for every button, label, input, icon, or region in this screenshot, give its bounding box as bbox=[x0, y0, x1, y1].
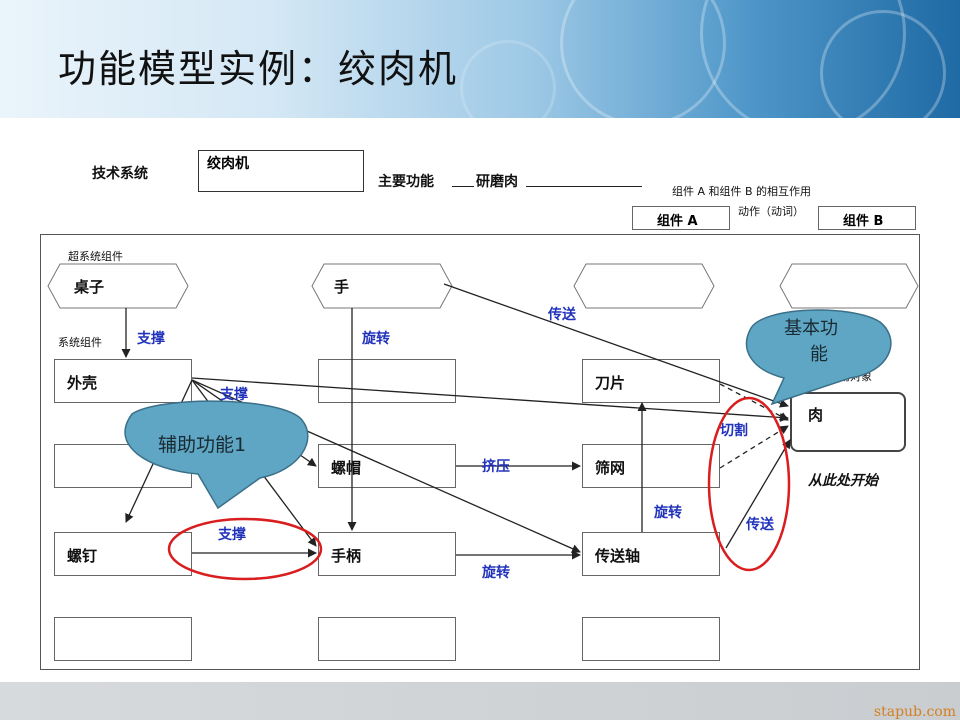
main-function-line-left bbox=[452, 186, 474, 187]
component-nut-label: 螺帽 bbox=[331, 459, 362, 477]
component-empty bbox=[318, 617, 456, 661]
callout-basic-text-2: 能 bbox=[810, 344, 828, 365]
arrow-screen-meat-cut bbox=[719, 425, 789, 469]
supersystem-hex-table bbox=[47, 263, 189, 309]
arrow-shaft-meat bbox=[725, 439, 791, 549]
diagram-frame bbox=[40, 234, 920, 670]
supersystem-table-label: 桌子 bbox=[74, 278, 105, 296]
component-nut: 螺帽 bbox=[318, 444, 456, 488]
highlight-oval-cut-transport bbox=[707, 396, 791, 572]
relation-shell-support: 支撑 bbox=[220, 387, 248, 403]
component-empty bbox=[318, 359, 456, 403]
supersystem-hex-empty-2 bbox=[779, 263, 919, 309]
decor-swirl bbox=[460, 40, 556, 118]
supersystem-hex-hand bbox=[311, 263, 453, 309]
slide-header bbox=[0, 0, 960, 118]
component-screen: 筛网 bbox=[582, 444, 720, 488]
relation-screw-support: 支撑 bbox=[218, 527, 246, 543]
component-blade-label: 刀片 bbox=[595, 374, 626, 392]
supersystem-label: 超系统组件 bbox=[68, 250, 123, 263]
callout-basic-shape bbox=[745, 309, 892, 406]
tech-system-value: 绞肉机 bbox=[207, 156, 249, 172]
slide-title: 功能模型实例：绞肉机 bbox=[58, 47, 459, 91]
main-function-label: 主要功能 bbox=[378, 174, 434, 190]
relation-hand-transport: 传送 bbox=[548, 307, 576, 323]
component-empty bbox=[582, 617, 720, 661]
watermark: stapub.com bbox=[873, 704, 956, 720]
supersystem-hand-label: 手 bbox=[334, 278, 350, 296]
relation-nut-squeeze: 挤压 bbox=[482, 459, 510, 475]
component-shell-label: 外壳 bbox=[67, 374, 98, 392]
start-note: 从此处开始 bbox=[808, 473, 878, 489]
component-shaft-label: 传送轴 bbox=[595, 547, 641, 565]
interaction-note: 组件 A 和组件 B 的相互作用 bbox=[672, 185, 812, 198]
component-handle-label: 手柄 bbox=[331, 547, 362, 565]
relation-cut: 切割 bbox=[720, 423, 748, 439]
arrow-hand-meat bbox=[443, 283, 789, 408]
target-meat: 肉 bbox=[790, 392, 906, 452]
component-screen-label: 筛网 bbox=[595, 459, 626, 477]
component-empty bbox=[54, 617, 192, 661]
decor-swirl bbox=[820, 10, 946, 118]
tech-system-field: 绞肉机 bbox=[198, 150, 364, 192]
component-a-box: 组件 A bbox=[632, 206, 730, 230]
relation-shaft-rotate-blade: 旋转 bbox=[654, 505, 682, 521]
component-a-label: 组件 A bbox=[657, 214, 698, 229]
arrow-shell-blade bbox=[191, 377, 789, 422]
slide-footer bbox=[0, 682, 960, 720]
component-screw-label: 螺钉 bbox=[67, 547, 98, 565]
tech-system-label: 技术系统 bbox=[92, 166, 148, 182]
component-shell: 外壳 bbox=[54, 359, 192, 403]
relation-handle-rotate: 旋转 bbox=[482, 565, 510, 581]
component-shaft: 传送轴 bbox=[582, 532, 720, 576]
main-function-value: 研磨肉 bbox=[476, 174, 518, 190]
component-blade: 刀片 bbox=[582, 359, 720, 403]
highlight-oval-screw-support bbox=[167, 517, 323, 581]
system-label: 系统组件 bbox=[58, 336, 102, 349]
callout-basic-text-1: 基本功 bbox=[784, 318, 838, 339]
component-b-box: 组件 B bbox=[818, 206, 916, 230]
relation-shaft-transport: 传送 bbox=[746, 517, 774, 533]
supersystem-hex-empty-1 bbox=[573, 263, 715, 309]
arrow-blade-meat-cut bbox=[719, 383, 789, 421]
target-meat-label: 肉 bbox=[808, 406, 824, 424]
action-label: 动作（动词） bbox=[738, 205, 804, 218]
component-handle: 手柄 bbox=[318, 532, 456, 576]
callout-aux-shape bbox=[124, 400, 309, 510]
relation-hand-rotate: 旋转 bbox=[362, 331, 390, 347]
callout-aux-text: 辅助功能1 bbox=[158, 434, 247, 456]
main-function-line-right bbox=[526, 186, 642, 187]
relation-table-support: 支撑 bbox=[137, 331, 165, 347]
component-b-label: 组件 B bbox=[843, 214, 884, 229]
